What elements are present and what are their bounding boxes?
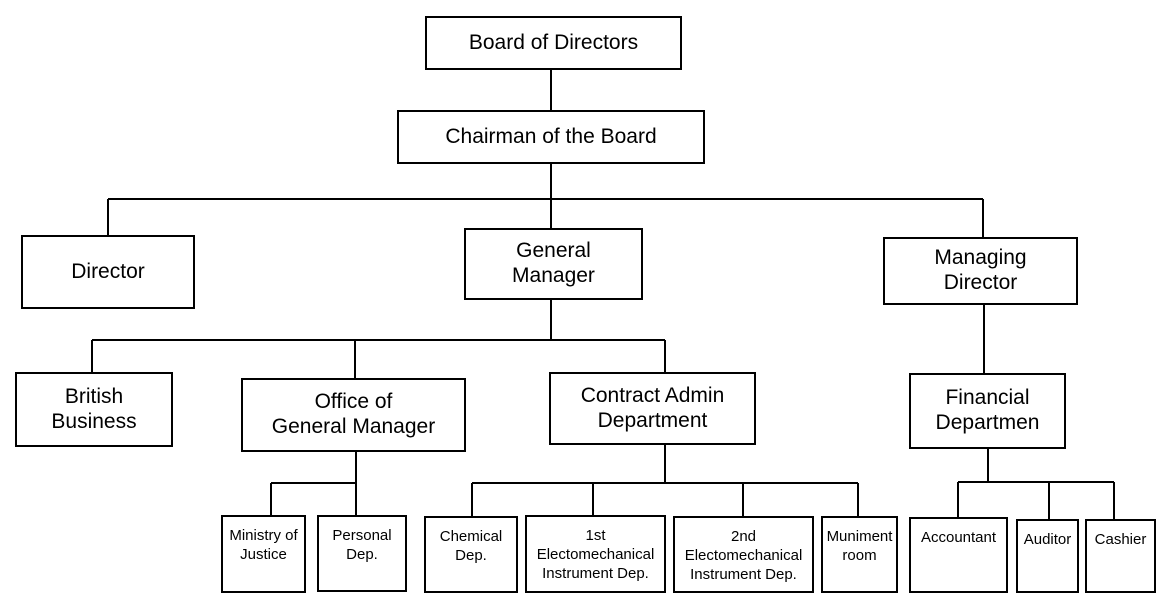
node-general-manager: General Manager [464, 228, 643, 300]
node-director: Director [21, 235, 195, 309]
node-auditor: Auditor [1016, 519, 1079, 593]
node-1st-electromechanical: 1st Electomechanical Instrument Dep. [525, 515, 666, 593]
node-office-general-manager: Office of General Manager [241, 378, 466, 452]
node-contract-admin-department: Contract Admin Department [549, 372, 756, 445]
node-muniment-room: Muniment room [821, 516, 898, 593]
node-accountant: Accountant [909, 517, 1008, 593]
node-chemical-dep: Chemical Dep. [424, 516, 518, 593]
node-chairman: Chairman of the Board [397, 110, 705, 164]
node-british-business: British Business [15, 372, 173, 447]
node-personal-dep: Personal Dep. [317, 515, 407, 592]
node-cashier: Cashier [1085, 519, 1156, 593]
node-managing-director: Managing Director [883, 237, 1078, 305]
node-financial-department: Financial Departmen [909, 373, 1066, 449]
node-board-of-directors: Board of Directors [425, 16, 682, 70]
node-ministry-of-justice: Ministry of Justice [221, 515, 306, 593]
node-2nd-electromechanical: 2nd Electomechanical Instrument Dep. [673, 516, 814, 593]
